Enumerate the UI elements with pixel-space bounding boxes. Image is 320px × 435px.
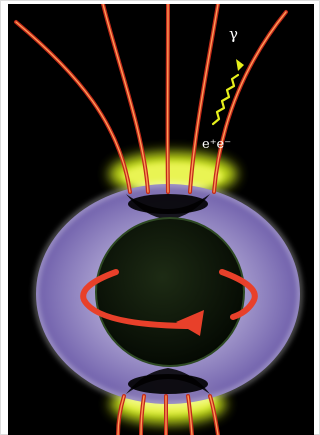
- pair-production-label: e⁺e⁻: [202, 138, 231, 151]
- magnetosphere-diagram: [8, 4, 314, 435]
- diagram-panel: γ e⁺e⁻: [8, 4, 314, 435]
- gamma-photon-label: γ: [229, 27, 238, 42]
- neutron-star: [96, 218, 244, 366]
- field-line: [141, 396, 144, 435]
